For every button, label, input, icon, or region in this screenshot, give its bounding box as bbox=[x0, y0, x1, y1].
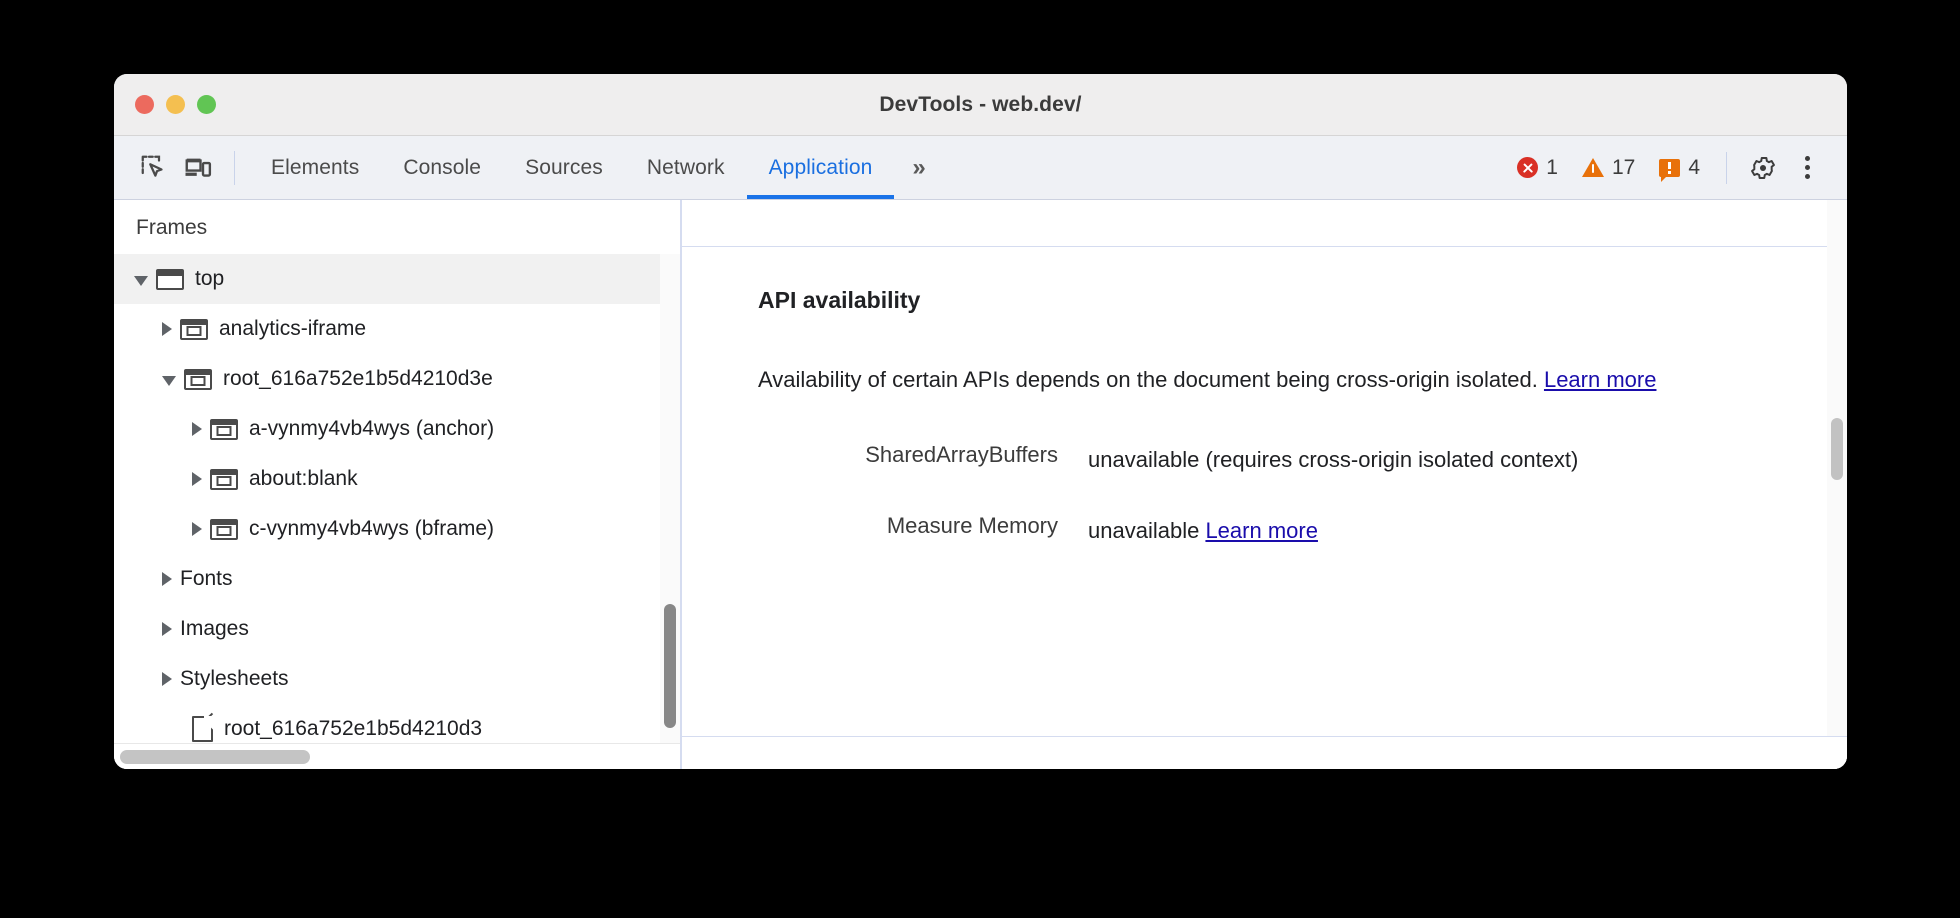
row-status: unavailable bbox=[1088, 518, 1200, 544]
sidebar-horizontal-scroll-track bbox=[114, 743, 680, 769]
twisty-closed-icon[interactable] bbox=[162, 572, 172, 586]
iframe-icon bbox=[210, 418, 238, 440]
tree-item-label: a-vynmy4vb4wys (anchor) bbox=[249, 417, 495, 440]
row-note: (requires cross-origin isolated context) bbox=[1205, 446, 1579, 472]
row-value: unavailable (requires cross-origin isola… bbox=[1088, 442, 1578, 478]
twisty-closed-icon[interactable] bbox=[192, 472, 202, 486]
tree-item-about-blank[interactable]: about:blank bbox=[114, 454, 680, 504]
content-bottom-strip bbox=[682, 736, 1847, 769]
tree-item-label: root_616a752e1b5d4210d3 bbox=[224, 717, 483, 740]
tree-item-label: Images bbox=[180, 617, 249, 640]
gear-icon[interactable] bbox=[1741, 146, 1785, 190]
error-count-badge[interactable]: 1 bbox=[1505, 156, 1570, 180]
kebab-menu-icon[interactable] bbox=[1785, 146, 1829, 190]
tab-elements[interactable]: Elements bbox=[271, 155, 360, 179]
description-text: Availability of certain APIs depends on … bbox=[758, 367, 1544, 392]
twisty-closed-icon[interactable] bbox=[162, 622, 172, 636]
iframe-icon bbox=[210, 518, 238, 540]
tree-item-label: analytics-iframe bbox=[219, 317, 367, 340]
device-toolbar-icon[interactable] bbox=[176, 148, 220, 188]
tree-item-analytics-iframe[interactable]: analytics-iframe bbox=[114, 304, 680, 354]
warning-icon bbox=[1581, 158, 1604, 177]
twisty-closed-icon[interactable] bbox=[162, 672, 172, 686]
tab-application[interactable]: Application bbox=[746, 136, 895, 199]
iframe-icon bbox=[180, 318, 208, 340]
close-window-button[interactable] bbox=[135, 95, 154, 114]
row-label: Measure Memory bbox=[886, 513, 1058, 539]
issue-icon bbox=[1659, 158, 1681, 182]
frames-sidebar: Frames top analytics-iframe root_616a752… bbox=[114, 200, 680, 769]
application-content-panel: API availability Availability of certain… bbox=[682, 200, 1847, 769]
row-measure-memory: Measure Memory unavailable Learn more bbox=[758, 513, 1847, 549]
twisty-open-icon[interactable] bbox=[162, 376, 176, 386]
row-value: unavailable Learn more bbox=[1088, 513, 1318, 549]
window-titlebar: DevTools - web.dev/ bbox=[114, 74, 1847, 136]
tree-item-images[interactable]: Images bbox=[114, 604, 680, 654]
tree-item-top[interactable]: top bbox=[114, 254, 680, 304]
sidebar-horizontal-scrollbar[interactable] bbox=[120, 750, 310, 764]
measure-memory-learn-more-link[interactable]: Learn more bbox=[1205, 518, 1318, 544]
iframe-icon bbox=[210, 468, 238, 490]
tree-item-stylesheets[interactable]: Stylesheets bbox=[114, 654, 680, 704]
api-availability-section: API availability Availability of certain… bbox=[682, 247, 1847, 736]
error-icon bbox=[1517, 157, 1539, 178]
toolbar-divider bbox=[1726, 151, 1727, 184]
frame-top-icon bbox=[156, 268, 184, 290]
warning-count-badge[interactable]: 17 bbox=[1570, 156, 1647, 180]
tab-sources[interactable]: Sources bbox=[525, 155, 603, 179]
devtools-body: Frames top analytics-iframe root_616a752… bbox=[114, 200, 1847, 769]
tab-network[interactable]: Network bbox=[646, 155, 725, 179]
twisty-open-icon[interactable] bbox=[134, 276, 148, 286]
tree-item-label: c-vynmy4vb4wys (bframe) bbox=[249, 517, 495, 540]
devtools-toolbar: Elements Console Sources Network Applica… bbox=[114, 136, 1847, 200]
pane-divider[interactable] bbox=[680, 200, 682, 769]
sidebar-title: Frames bbox=[114, 200, 680, 254]
page-title: API availability bbox=[758, 287, 921, 313]
twisty-closed-icon[interactable] bbox=[192, 522, 202, 536]
issue-count-label: 4 bbox=[1688, 155, 1700, 179]
error-count-label: 1 bbox=[1546, 155, 1558, 179]
content-vertical-scrollbar[interactable] bbox=[1831, 418, 1843, 480]
maximize-window-button[interactable] bbox=[197, 95, 216, 114]
warning-count-label: 17 bbox=[1611, 155, 1636, 179]
sidebar-vertical-scrollbar[interactable] bbox=[664, 604, 676, 728]
content-scroll-gutter bbox=[1827, 200, 1847, 769]
twisty-closed-icon[interactable] bbox=[162, 322, 172, 336]
row-status: unavailable bbox=[1088, 446, 1200, 472]
toolbar-separator bbox=[234, 150, 235, 185]
tab-console[interactable]: Console bbox=[403, 155, 482, 179]
tree-item-anchor-frame[interactable]: a-vynmy4vb4wys (anchor) bbox=[114, 404, 680, 454]
tree-item-root-frame[interactable]: root_616a752e1b5d4210d3e bbox=[114, 354, 680, 404]
window-title: DevTools - web.dev/ bbox=[879, 92, 1082, 116]
tree-item-bframe[interactable]: c-vynmy4vb4wys (bframe) bbox=[114, 504, 680, 554]
tree-item-document[interactable]: root_616a752e1b5d4210d3 bbox=[114, 704, 680, 754]
tree-item-label: root_616a752e1b5d4210d3e bbox=[223, 367, 493, 390]
more-tabs-chevron-icon[interactable]: » bbox=[912, 153, 925, 181]
api-availability-description: Availability of certain APIs depends on … bbox=[758, 362, 1723, 398]
tree-item-label: about:blank bbox=[249, 467, 358, 490]
frames-tree: top analytics-iframe root_616a752e1b5d42… bbox=[114, 254, 680, 769]
iframe-icon bbox=[184, 368, 212, 390]
learn-more-link[interactable]: Learn more bbox=[1543, 367, 1657, 392]
tree-item-label: Stylesheets bbox=[180, 667, 289, 690]
minimize-window-button[interactable] bbox=[166, 95, 185, 114]
twisty-closed-icon[interactable] bbox=[192, 422, 202, 436]
inspect-element-icon[interactable] bbox=[132, 148, 176, 188]
tree-item-fonts[interactable]: Fonts bbox=[114, 554, 680, 604]
content-top-strip bbox=[682, 200, 1847, 247]
panel-tabs: Elements Console Sources Network Applica… bbox=[249, 136, 895, 199]
tree-item-label: Fonts bbox=[180, 567, 233, 590]
row-label: SharedArrayBuffers bbox=[865, 441, 1058, 467]
row-shared-array-buffers: SharedArrayBuffers unavailable (requires… bbox=[758, 442, 1847, 478]
devtools-window: DevTools - web.dev/ Elements Console Sou… bbox=[114, 74, 1847, 769]
document-icon bbox=[192, 716, 213, 742]
toolbar-status-area: 1 17 4 bbox=[1505, 146, 1847, 190]
tree-item-label: top bbox=[195, 267, 225, 290]
issue-count-badge[interactable]: 4 bbox=[1647, 155, 1712, 182]
traffic-lights bbox=[135, 95, 216, 114]
